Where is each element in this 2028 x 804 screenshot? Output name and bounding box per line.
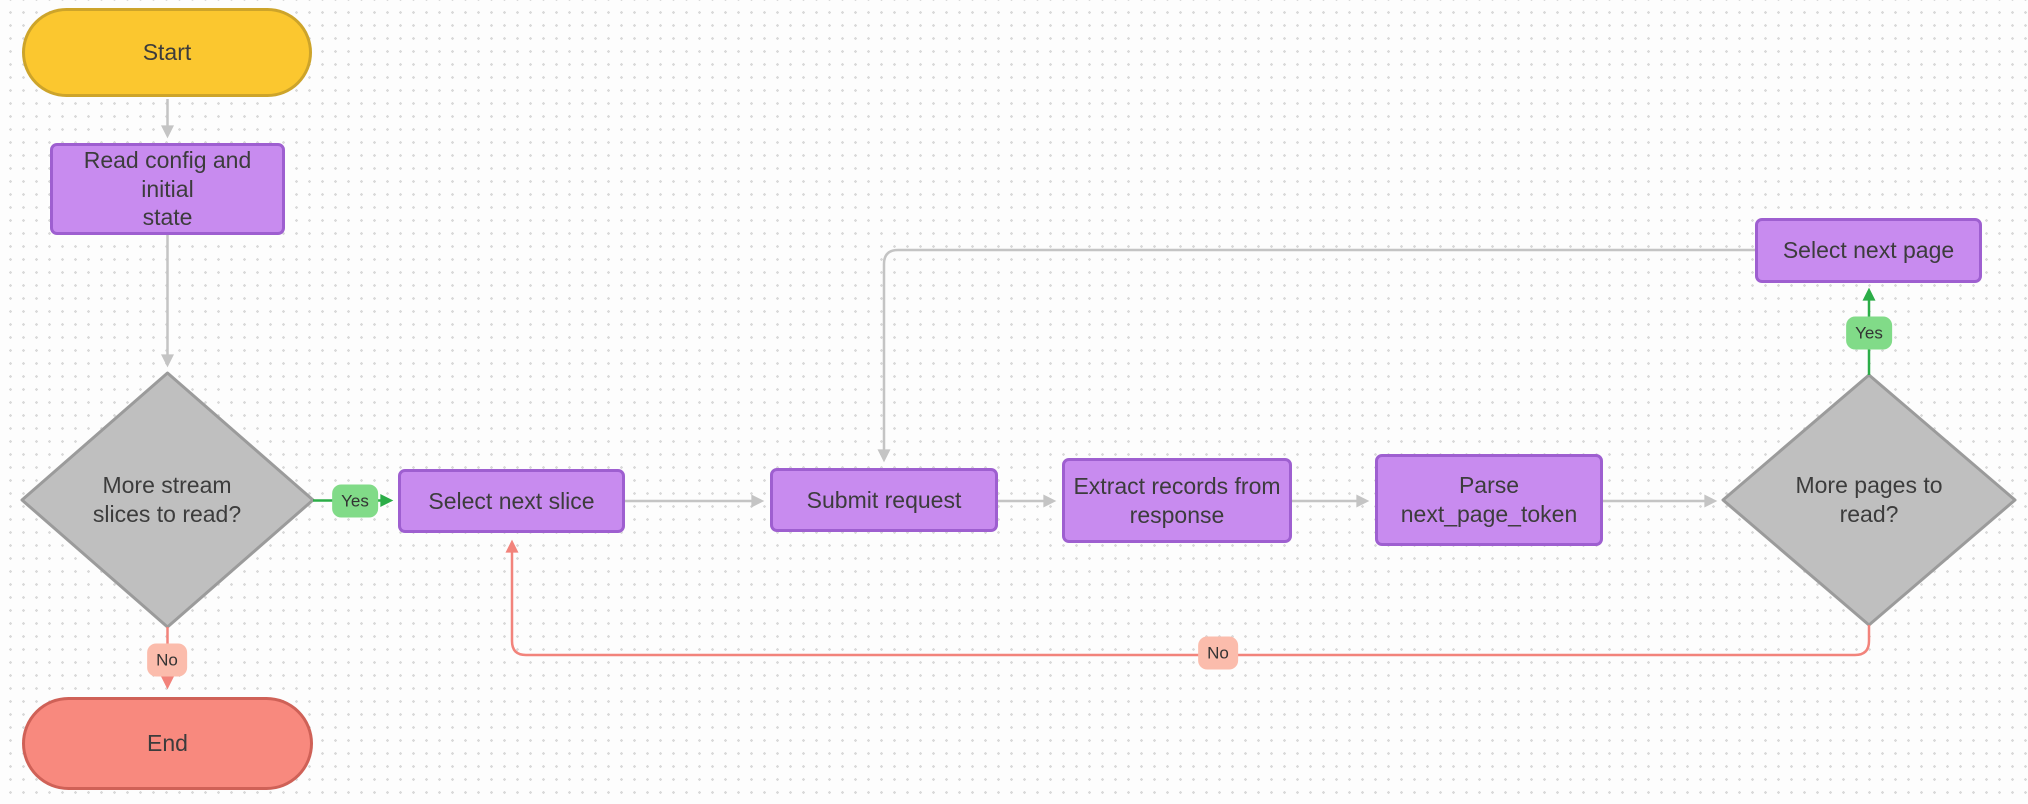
node-select-next-slice: Select next slice — [398, 469, 625, 533]
node-submit-request: Submit request — [770, 468, 998, 532]
node-extract-records: Extract records from response — [1062, 458, 1292, 543]
edge-label-more-slices-no: No — [147, 643, 187, 677]
node-start: Start — [22, 8, 312, 97]
node-read-config: Read config and initial state — [50, 143, 285, 235]
edge-label-more-pages-yes: Yes — [1846, 316, 1892, 350]
edge-select-next-page-to-submit-request — [877, 248, 1755, 463]
node-parse-next-page-token: Parse next_page_token — [1375, 454, 1603, 546]
decision-more-slices-shape — [20, 371, 315, 629]
edge-label-more-slices-yes: Yes — [332, 484, 378, 518]
edge-label-more-pages-no: No — [1198, 636, 1238, 670]
node-select-next-page: Select next page — [1755, 218, 1982, 283]
node-end: End — [22, 697, 313, 790]
decision-more-pages-shape — [1721, 373, 2017, 627]
edge-more-pages-no-to-select-next-slice — [505, 539, 1871, 657]
